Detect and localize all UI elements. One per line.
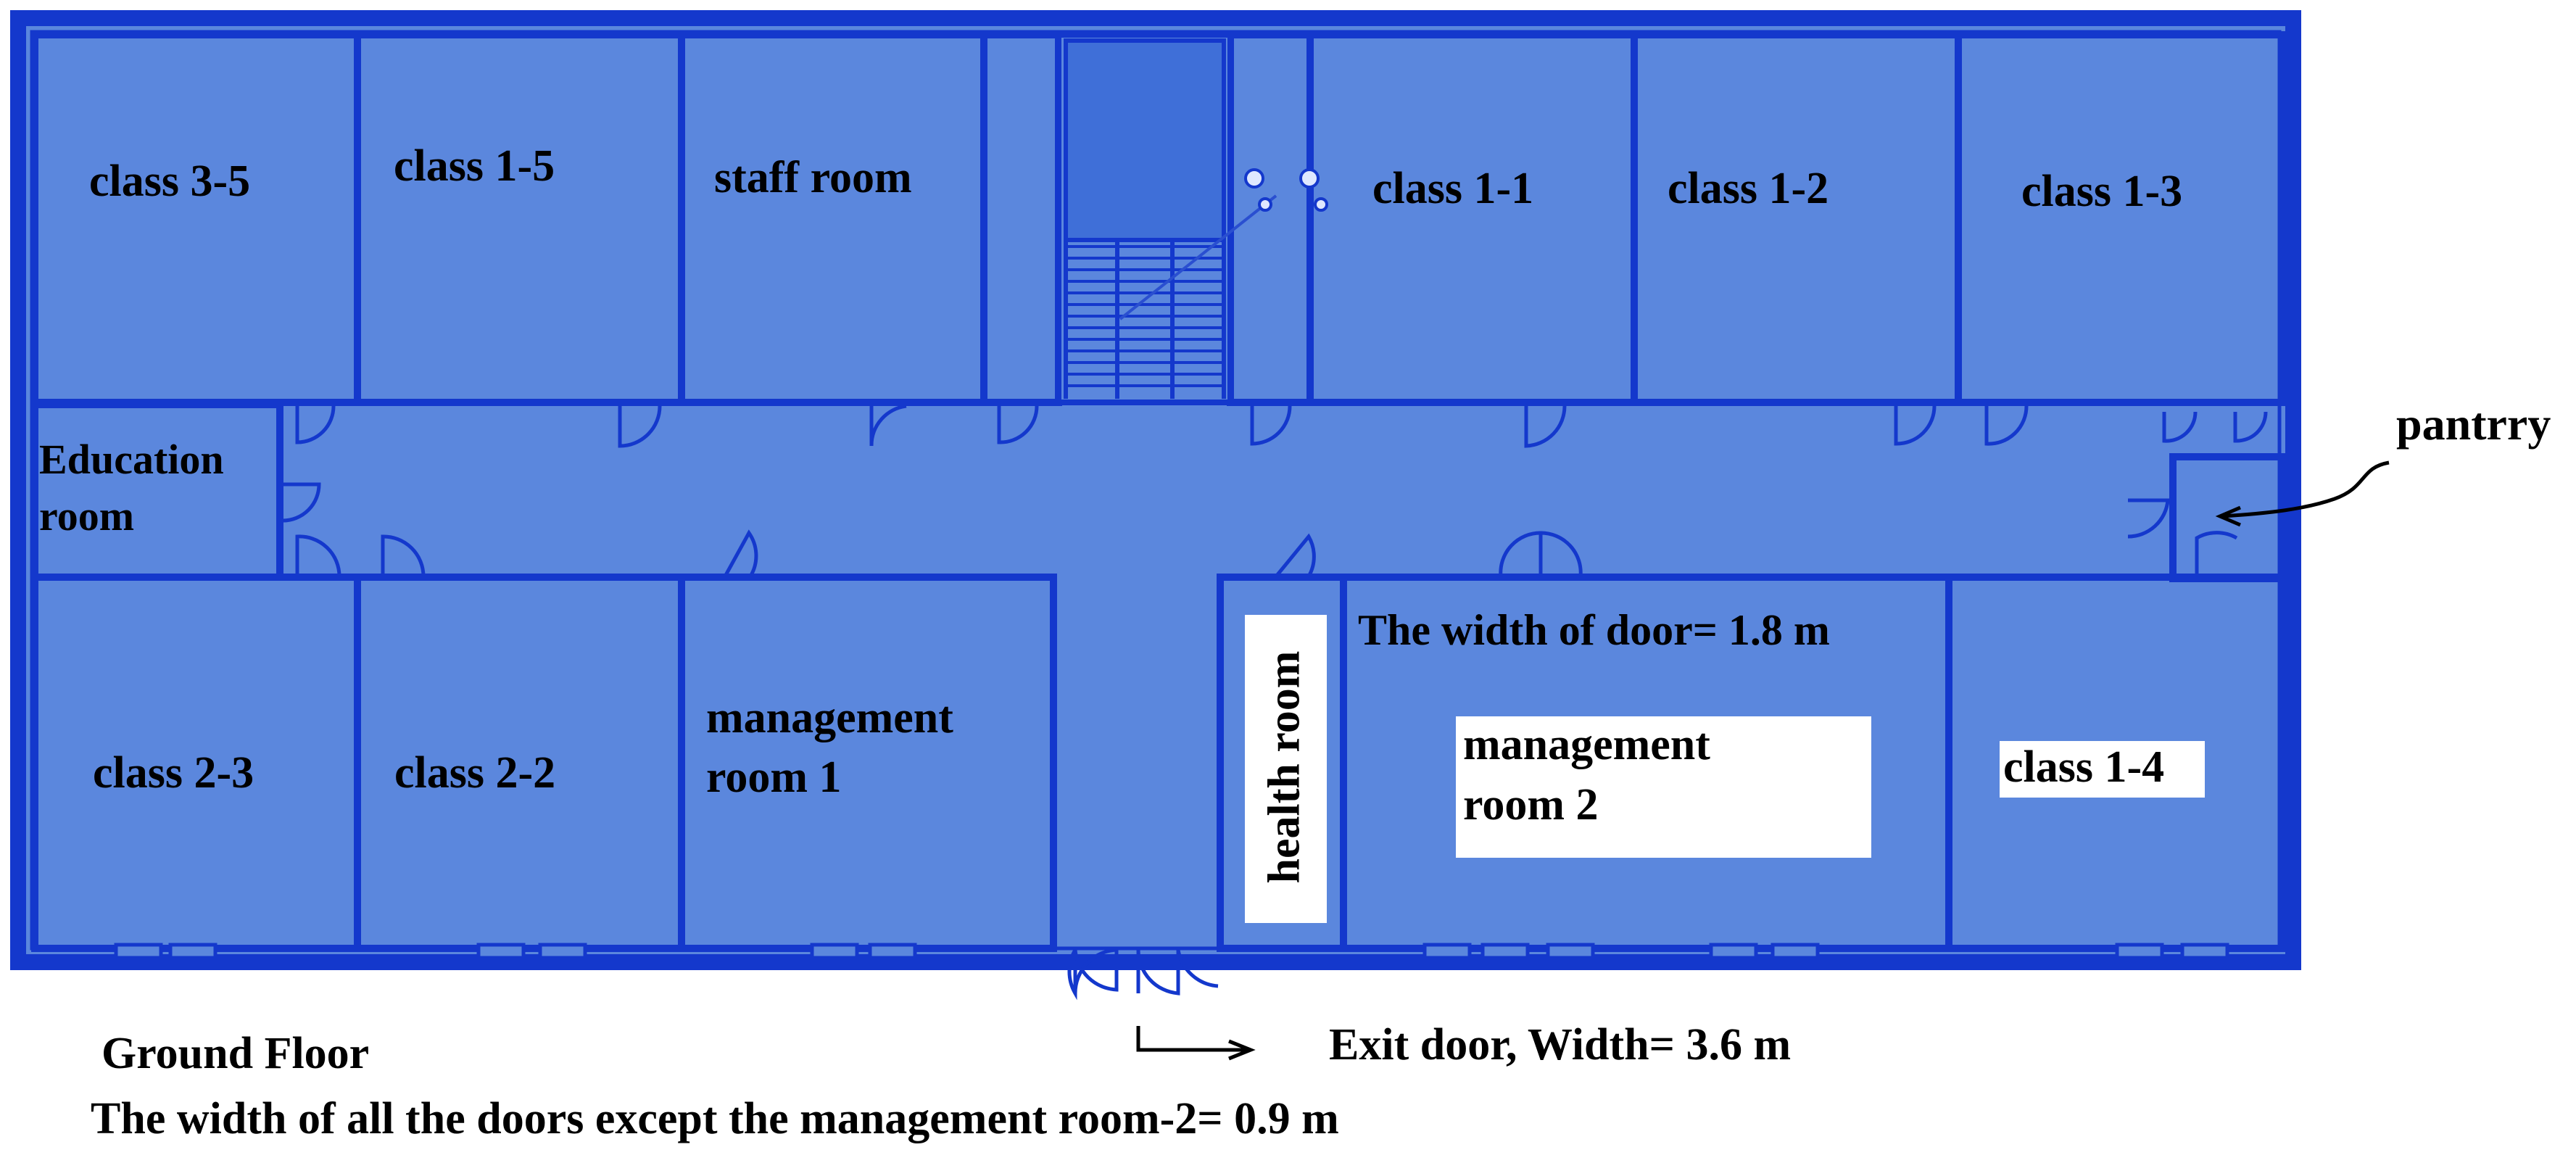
window (1709, 943, 1758, 960)
window (1771, 943, 1820, 960)
label-education-room-2: room (39, 492, 135, 539)
label-class-2-2: class 2-2 (394, 748, 556, 798)
note-door-width-all: The width of all the doors except the ma… (91, 1094, 1339, 1143)
health-room-label-bg (1245, 615, 1327, 923)
management-room-2-label-bg (1456, 716, 1871, 858)
label-health-room: health room (1259, 650, 1309, 884)
label-management-room-2-2: room 2 (1463, 780, 1599, 829)
window (1480, 943, 1530, 960)
window (168, 943, 218, 960)
window (1546, 943, 1595, 960)
window (810, 943, 859, 960)
label-management-room-1-1: management (706, 693, 953, 742)
window (476, 943, 526, 960)
label-pantry: pantrry (2396, 398, 2551, 450)
window (538, 943, 587, 960)
label-class-1-3: class 1-3 (2021, 167, 2183, 216)
label-class-1-5: class 1-5 (394, 141, 555, 191)
label-management-room-2-1: management (1463, 720, 1710, 769)
window (2180, 943, 2229, 960)
label-class-2-3: class 2-3 (93, 748, 254, 798)
label-class-1-1: class 1-1 (1372, 164, 1534, 213)
sink-fixtures (1244, 168, 1328, 212)
doors (282, 404, 2268, 1001)
window (2115, 943, 2164, 960)
window (114, 943, 163, 960)
label-education-room-1: Education (39, 436, 224, 483)
room-class-1-3 (1955, 31, 2288, 406)
pantry-arrow (2215, 460, 2390, 527)
window (1422, 943, 1472, 960)
label-class-1-4: class 1-4 (2003, 742, 2165, 792)
label-class-3-5: class 3-5 (89, 157, 251, 206)
label-management-room-1-2: room 1 (706, 753, 842, 802)
label-class-1-2: class 1-2 (1668, 164, 1829, 213)
window (868, 943, 917, 960)
stairwell (1056, 32, 1277, 405)
label-exit-door: Exit door, Width= 3.6 m (1329, 1020, 1792, 1069)
windows (114, 943, 2229, 960)
class-1-4-label-bg (2000, 741, 2205, 798)
exit-arrow (1136, 1026, 1256, 1061)
label-door-width-mgmt2: The width of door= 1.8 m (1358, 606, 1830, 654)
label-staff-room: staff room (714, 153, 912, 202)
floor-title: Ground Floor (102, 1029, 370, 1078)
